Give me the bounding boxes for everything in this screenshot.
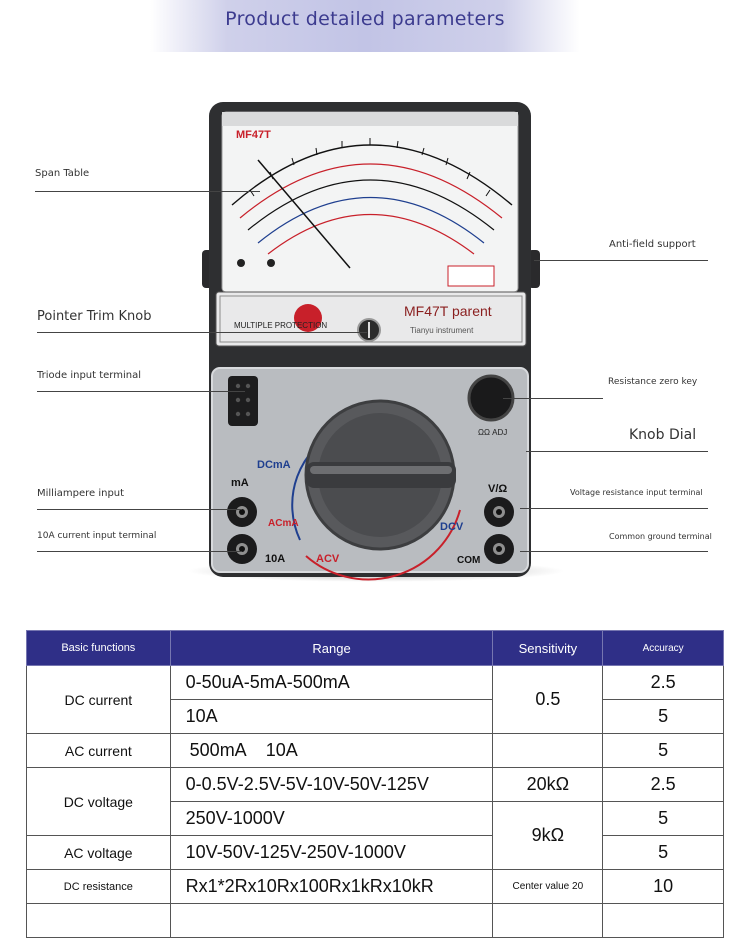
meter-needle <box>257 159 351 269</box>
range-dc-current-2: 10A <box>169 699 494 734</box>
accuracy-dc-current-2: 5 <box>602 699 724 734</box>
accuracy-dc-voltage-1: 2.5 <box>602 767 724 802</box>
multimeter-illustration: MF47T MULTIPLE PROTECTION MF47T parent T… <box>202 102 540 581</box>
terminal-milliampere <box>227 497 257 527</box>
callout-span-table: Span Table <box>35 168 90 179</box>
table-row <box>26 903 724 938</box>
callout-line-knob-dial <box>526 451 708 452</box>
brand-logo <box>294 304 322 332</box>
acma-label: ACmA <box>268 518 299 529</box>
callout-line-resistance-zero <box>503 398 603 399</box>
table-row: AC current 500mA 10A 5 <box>26 733 724 768</box>
accuracy-ac-current: 5 <box>602 733 724 768</box>
callout-line-anti-field <box>534 260 708 261</box>
callout-triode: Triode input terminal <box>37 370 141 381</box>
callout-anti-field: Anti-field support <box>609 239 696 250</box>
range-dc-resistance: Rx1*2Rx10Rx100Rx1kRx10kR <box>169 869 494 904</box>
dcv-label: DCV <box>440 521 464 533</box>
indicator-dot <box>237 259 245 267</box>
table-row: DC current 0-50uA-5mA-500mA 0.5 2.5 <box>26 665 724 734</box>
accuracy-ac-voltage: 5 <box>602 835 724 870</box>
table-row: AC voltage 10V-50V-125V-250V-1000V 5 <box>26 835 724 870</box>
range-dc-voltage-2: 250V-1000V <box>169 801 494 836</box>
accuracy-dc-resistance: 10 <box>602 869 724 904</box>
acv-label: ACV <box>316 553 340 565</box>
page-title: Product detailed parameters <box>225 8 505 30</box>
sensitivity-dc-current: 0.5 <box>492 665 604 734</box>
sensitivity-ac-current-empty <box>492 733 604 768</box>
header-accuracy: Accuracy <box>602 630 724 666</box>
callout-pointer-trim: Pointer Trim Knob <box>37 309 152 324</box>
callout-line-common-ground <box>520 551 708 552</box>
callout-line-voltage-resistance <box>520 508 708 509</box>
nameplate-inner <box>219 295 523 343</box>
accuracy-dc-current-1: 2.5 <box>602 665 724 700</box>
label-dc-resistance: DC resistance <box>26 869 171 904</box>
sensitivity-dc-voltage-1: 20kΩ <box>492 767 604 802</box>
callout-knob-dial: Knob Dial <box>629 427 697 443</box>
header-basic-functions: Basic functions <box>26 630 171 666</box>
triode-socket <box>228 376 258 426</box>
callout-line-milliampere <box>37 509 242 510</box>
table-row: DC resistance Rx1*2Rx10Rx100Rx1kRx10kR C… <box>26 869 724 904</box>
table-row: DC voltage 0-0.5V-2.5V-5V-10V-50V-125V 2… <box>26 767 724 836</box>
callout-10a: 10A current input terminal <box>37 531 157 541</box>
callout-line-pointer-trim <box>37 332 367 333</box>
range-ac-voltage: 10V-50V-125V-250V-1000V <box>169 835 494 870</box>
header-range: Range <box>169 630 494 666</box>
range-arc-red <box>305 509 461 581</box>
header-banner: Product detailed parameters <box>150 0 580 52</box>
callout-line-triode <box>37 391 245 392</box>
callout-voltage-resistance: Voltage resistance input terminal <box>570 488 703 497</box>
callout-common-ground: Common ground terminal <box>609 532 712 541</box>
com-terminal-label: COM <box>457 555 480 566</box>
terminal-common <box>484 534 514 564</box>
label-ac-voltage: AC voltage <box>26 835 171 870</box>
range-dc-current-1: 0-50uA-5mA-500mA <box>169 665 494 700</box>
model-name: MF47T parent <box>404 303 492 319</box>
triode-pins <box>235 383 251 417</box>
callout-line-span-table <box>35 191 260 192</box>
parameters-table: Basic functions Range Sensitivity Accura… <box>26 630 724 938</box>
range-ac-current: 500mA 10A <box>169 733 494 768</box>
table-row: 250V-1000V 9kΩ 5 <box>27 801 724 870</box>
span-table-scales <box>231 144 513 255</box>
label-dc-current: DC current <box>26 665 171 734</box>
header-sensitivity: Sensitivity <box>492 630 604 666</box>
terminal-10a <box>227 534 257 564</box>
selector-handle <box>306 462 456 488</box>
table-header-row: Basic functions Range Sensitivity Accura… <box>26 630 724 666</box>
maker-name: Tianyu instrument <box>410 326 474 335</box>
sensitivity-dc-voltage-2: 9kΩ <box>492 801 604 870</box>
scale-ticks <box>249 138 491 197</box>
display-top-shade <box>222 112 518 126</box>
callout-line-10a <box>37 551 242 552</box>
range-dc-voltage-1: 0-0.5V-2.5V-5V-10V-50V-125V <box>169 767 494 802</box>
sensitivity-dc-resistance: Center value 20 <box>492 869 604 904</box>
display-model-label: MF47T <box>236 129 271 141</box>
indicator-dot <box>267 259 275 267</box>
protection-stamp <box>447 265 495 287</box>
dcma-label: DCmA <box>257 459 291 471</box>
10a-terminal-label: 10A <box>265 553 285 565</box>
label-ac-current: AC current <box>26 733 171 768</box>
vohm-terminal-label: V/Ω <box>488 483 507 495</box>
protection-label: MULTIPLE PROTECTION <box>234 321 327 330</box>
callout-milliampere: Milliampere input <box>37 488 125 499</box>
label-dc-voltage: DC voltage <box>26 767 171 836</box>
ohm-adj-label: ΩΩ ADJ <box>478 428 507 437</box>
terminal-voltage-resistance <box>484 497 514 527</box>
ma-terminal-label: mA <box>231 477 249 489</box>
callout-resistance-zero: Resistance zero key <box>608 377 698 387</box>
accuracy-dc-voltage-2: 5 <box>602 801 724 836</box>
